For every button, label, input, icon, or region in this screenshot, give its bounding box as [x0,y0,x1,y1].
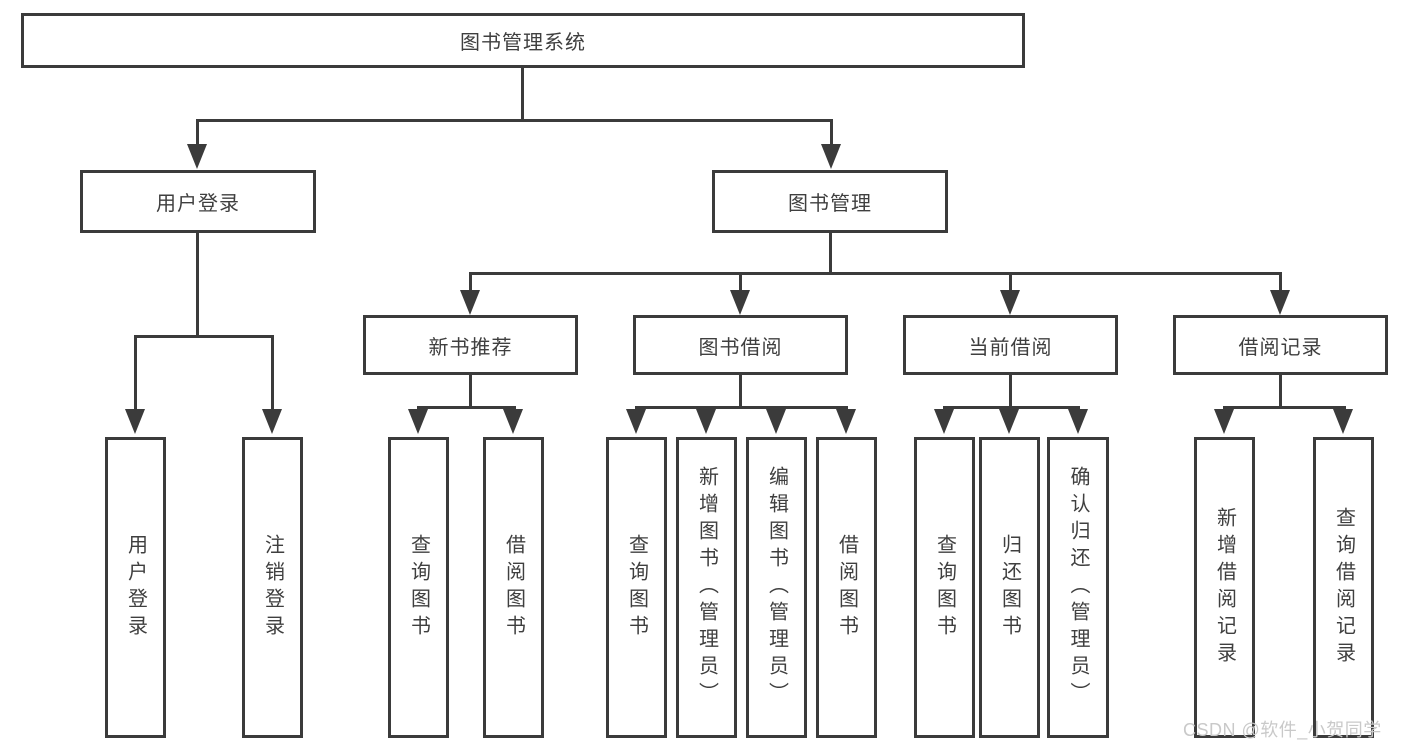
arrow-down-icon [1270,290,1290,315]
leaf-edit-book-admin: 编辑图书（管理员） [746,437,807,738]
leaf-return-books: 归还图书 [979,437,1040,738]
arrow-down-icon [934,409,954,434]
connector-line [830,119,833,146]
node-book-borrowing-label: 图书借阅 [698,336,783,359]
node-book-management: 图书管理 [712,170,948,233]
connector-line [469,272,1282,275]
arrow-down-icon [999,409,1019,434]
connector-line [521,68,524,121]
arrow-down-icon [1214,409,1234,434]
arrow-down-icon [408,409,428,434]
leaf-query-books-current: 查询图书 [914,437,975,738]
arrow-down-icon [1068,409,1088,434]
arrow-down-icon [696,409,716,434]
leaf-borrow-books-recommend-label: 借阅图书 [502,533,525,642]
leaf-add-book-admin-label: 新增图书（管理员） [695,466,718,709]
node-root: 图书管理系统 [21,13,1025,68]
arrow-down-icon [460,290,480,315]
node-user-login: 用户登录 [80,170,316,233]
leaf-edit-book-admin-label: 编辑图书（管理员） [765,466,788,709]
node-book-management-label: 图书管理 [788,193,872,215]
leaf-query-borrow-record: 查询借阅记录 [1313,437,1374,738]
node-user-login-label: 用户登录 [156,193,240,215]
arrow-down-icon [1000,290,1020,315]
connector-line [134,335,274,338]
connector-line [829,233,832,274]
leaf-confirm-return-admin: 确认归还（管理员） [1047,437,1109,738]
leaf-query-borrow-record-label: 查询借阅记录 [1332,506,1355,669]
arrow-down-icon [187,144,207,169]
leaf-query-books-recommend-label: 查询图书 [407,533,430,642]
leaf-query-books-borrowing: 查询图书 [606,437,667,738]
arrow-down-icon [503,409,523,434]
connector-line [134,335,137,409]
connector-line [943,406,1080,409]
leaf-add-borrow-record-label: 新增借阅记录 [1213,506,1236,669]
node-current-borrowing: 当前借阅 [903,315,1118,375]
leaf-query-books-recommend: 查询图书 [388,437,449,738]
connector-line [739,375,742,408]
arrow-down-icon [262,409,282,434]
connector-line [739,272,742,290]
connector-line [1223,406,1346,409]
arrow-down-icon [626,409,646,434]
leaf-borrow-books: 借阅图书 [816,437,877,738]
connector-line [196,119,833,122]
leaf-return-books-label: 归还图书 [998,533,1021,642]
arrow-down-icon [836,409,856,434]
node-borrowing-records-label: 借阅记录 [1238,336,1323,359]
connector-line [1009,375,1012,408]
connector-line [271,335,274,409]
node-root-label: 图书管理系统 [460,32,586,54]
leaf-logout: 注销登录 [242,437,303,738]
connector-line [635,406,848,409]
arrow-down-icon [1333,409,1353,434]
leaf-borrow-books-recommend: 借阅图书 [483,437,544,738]
connector-line [1279,375,1282,408]
node-book-borrowing: 图书借阅 [633,315,848,375]
node-new-book-recommendation: 新书推荐 [363,315,578,375]
leaf-query-books-current-label: 查询图书 [933,533,956,642]
leaf-logout-label: 注销登录 [261,533,284,642]
leaf-query-books-borrowing-label: 查询图书 [625,533,648,642]
arrow-down-icon [821,144,841,169]
connector-line [469,375,472,408]
leaf-add-borrow-record: 新增借阅记录 [1194,437,1255,738]
leaf-user-login-label: 用户登录 [124,533,147,642]
csdn-watermark: CSDN @软件_小贺同学 [1183,720,1382,740]
leaf-add-book-admin: 新增图书（管理员） [676,437,737,738]
arrow-down-icon [766,409,786,434]
leaf-confirm-return-admin-label: 确认归还（管理员） [1067,466,1089,709]
connector-line [469,272,472,290]
connector-line [1009,272,1012,290]
node-current-borrowing-label: 当前借阅 [968,336,1053,359]
node-borrowing-records: 借阅记录 [1173,315,1388,375]
connector-line [1279,272,1282,290]
leaf-borrow-books-label: 借阅图书 [835,533,858,642]
leaf-user-login: 用户登录 [105,437,166,738]
connector-line [196,119,199,146]
connector-line [417,406,516,409]
arrow-down-icon [125,409,145,434]
connector-line [196,233,199,337]
arrow-down-icon [730,290,750,315]
node-new-book-recommendation-label: 新书推荐 [428,336,513,359]
